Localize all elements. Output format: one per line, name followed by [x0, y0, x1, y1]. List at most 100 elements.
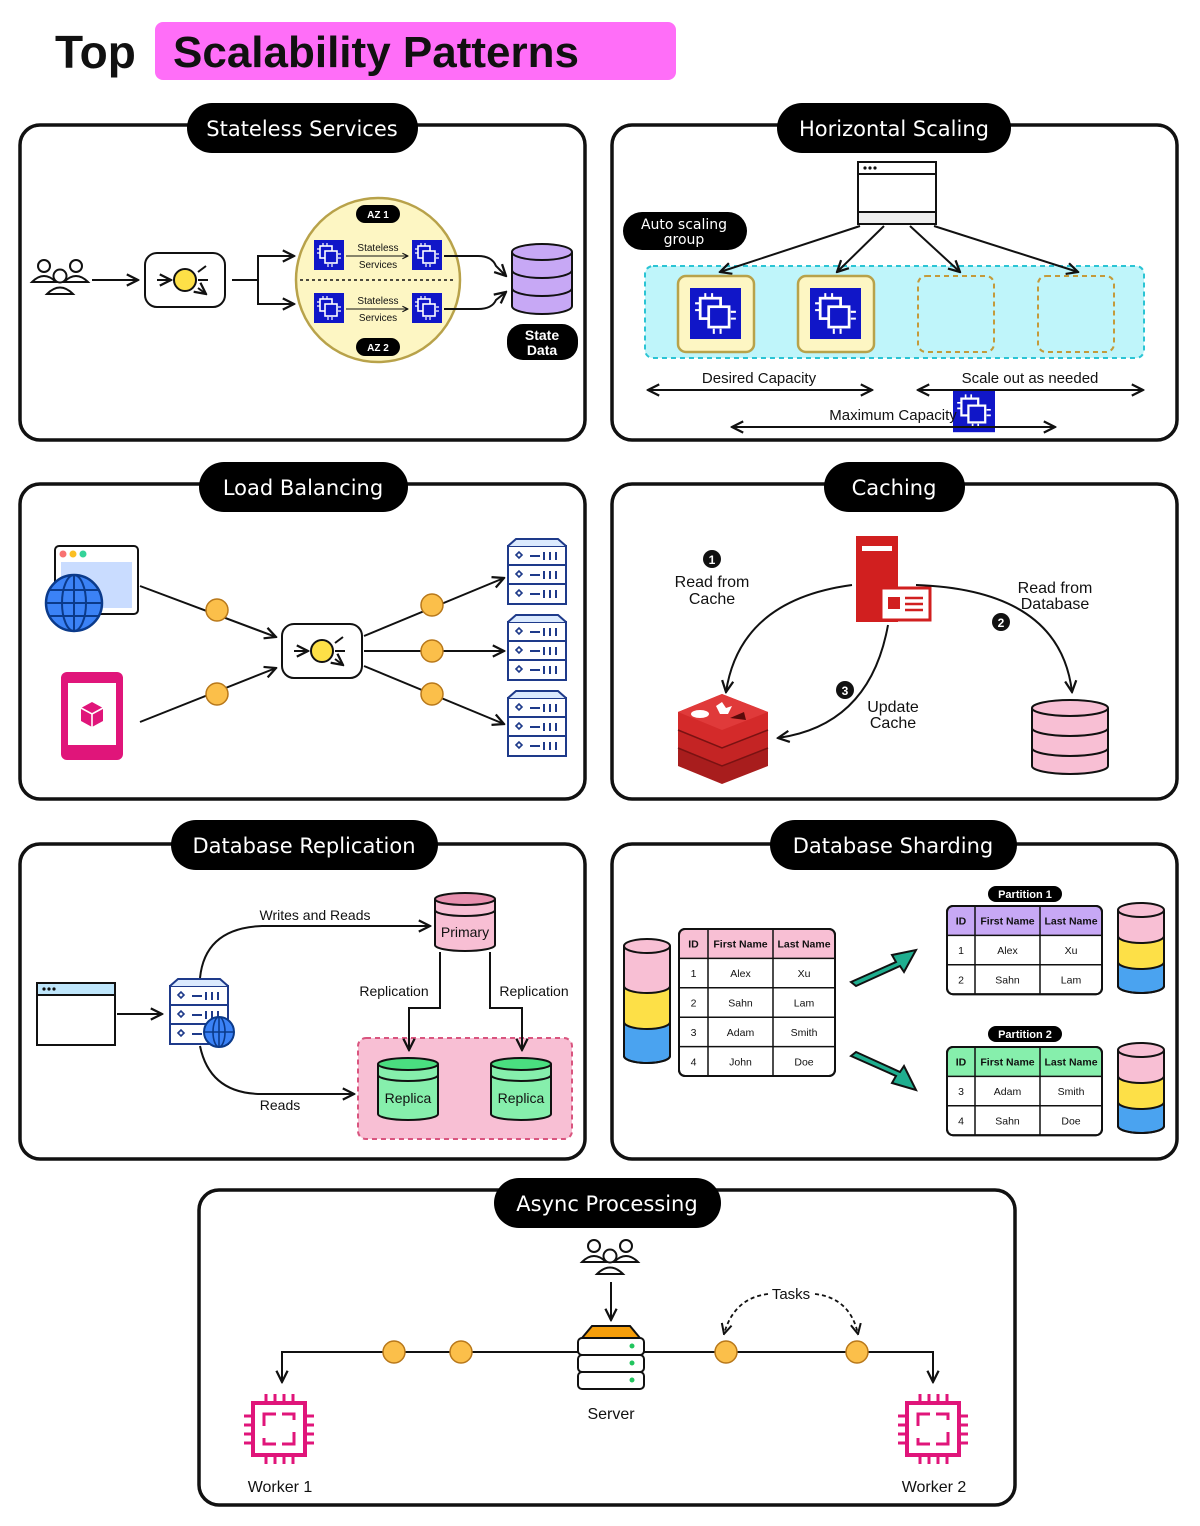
- database-icon: [1031, 699, 1109, 775]
- caching-panel: 1 Read from Cache Read from Database 2 3…: [675, 536, 1109, 784]
- table-cell: Lam: [1061, 975, 1082, 987]
- az1-service-line2: Services: [359, 260, 397, 271]
- table-cell: Lam: [794, 998, 815, 1010]
- table-cell: 3: [691, 1027, 697, 1039]
- table-header-cell: ID: [956, 916, 967, 928]
- table-header-cell: Last Name: [777, 939, 830, 951]
- desired-capacity: Desired Capacity: [702, 370, 817, 387]
- step2-number: 2: [998, 616, 1005, 630]
- caching-label: Caching: [852, 476, 937, 500]
- partition1-label: Partition 1: [998, 889, 1052, 901]
- table-cell: 1: [691, 968, 697, 980]
- instance-chip-icon: [313, 239, 345, 271]
- table-header-cell: Last Name: [1044, 1057, 1097, 1069]
- title-prefix: Top: [55, 26, 136, 78]
- partition2-label: Partition 2: [998, 1029, 1052, 1041]
- worker1-chip-icon: [242, 1392, 316, 1466]
- table-header-cell: ID: [688, 939, 699, 951]
- az1-label: AZ 1: [367, 210, 389, 221]
- table-cell: Alex: [997, 945, 1018, 957]
- table-cell: Sahn: [995, 1116, 1020, 1128]
- az2-label: AZ 2: [367, 343, 389, 354]
- table-header-cell: ID: [956, 1057, 967, 1069]
- sharding-label: Database Sharding: [793, 834, 993, 858]
- instance-chip-icon: [313, 292, 345, 324]
- writes-reads-label: Writes and Reads: [259, 907, 370, 923]
- mobile-app-icon: [61, 672, 123, 760]
- table-header-cell: First Name: [980, 916, 1034, 928]
- table-cell: Sahn: [728, 998, 753, 1010]
- source-database-icon: [623, 938, 671, 1064]
- table-cell: Doe: [794, 1056, 813, 1068]
- primary-db-icon: [434, 892, 496, 952]
- table-cell: Smith: [791, 1027, 818, 1039]
- state-database-icon: [511, 243, 573, 315]
- table-cell: 3: [958, 1086, 964, 1098]
- redis-cache-icon: [677, 694, 769, 784]
- table-cell: Adam: [994, 1086, 1022, 1098]
- stateless-label: Stateless Services: [206, 117, 397, 141]
- read-cache-line2: Cache: [689, 591, 735, 608]
- server-rack-icon: [507, 690, 567, 757]
- empty-instance-slot: [917, 275, 995, 353]
- instance-chip-icon: [411, 239, 443, 271]
- replica-1-label: Replica: [385, 1090, 432, 1106]
- table-header-cell: Last Name: [1044, 916, 1097, 928]
- worker2-chip-icon: [896, 1392, 970, 1466]
- server-label: Server: [587, 1406, 635, 1423]
- app-window-icon: [857, 161, 937, 225]
- table-cell: Smith: [1058, 1086, 1085, 1098]
- title-highlight: Scalability Patterns: [173, 28, 579, 77]
- load-balancer-icon: [282, 624, 362, 678]
- asg-label-line2: group: [664, 232, 705, 248]
- az2-service-line2: Services: [359, 313, 397, 324]
- state-data-line2: Data: [527, 342, 558, 358]
- load-balancing-panel: [44, 538, 567, 760]
- shard-arrow-2: [849, 1050, 918, 1092]
- update-cache-line2: Cache: [870, 715, 916, 732]
- read-db-line2: Database: [1021, 596, 1090, 613]
- step1-badge: [703, 550, 721, 568]
- server-rack-icon: [507, 538, 567, 605]
- table-cell: 4: [691, 1056, 697, 1068]
- instance-chip-icon: [411, 292, 443, 324]
- table-cell: John: [729, 1056, 752, 1068]
- state-data-line1: State: [525, 327, 559, 343]
- shard-database-icon: [1117, 902, 1165, 994]
- instance-chip-icon: [951, 389, 997, 434]
- replication-right-label: Replication: [499, 983, 568, 999]
- horizontal-panel: Auto scaling group Desired Capacity Scal…: [623, 161, 1145, 434]
- instance-chip-icon: [808, 286, 863, 341]
- tasks-label: Tasks: [772, 1286, 810, 1303]
- az2-service-line1: Stateless: [357, 296, 398, 307]
- server-icon: [577, 1325, 645, 1390]
- table-header-cell: First Name: [980, 1057, 1034, 1069]
- load-balancing-label: Load Balancing: [223, 476, 383, 500]
- update-cache-line1: Update: [867, 699, 919, 716]
- table-cell: 1: [958, 945, 964, 957]
- table-cell: 4: [958, 1116, 964, 1128]
- step1-number: 1: [709, 553, 716, 567]
- table-cell: Xu: [798, 968, 811, 980]
- worker1-label: Worker 1: [248, 1479, 313, 1496]
- maximum-capacity: Maximum Capacity: [829, 407, 957, 424]
- stateless-panel: AZ 1 AZ 2 Stateless Services Stateless S…: [31, 196, 578, 364]
- reads-label: Reads: [260, 1097, 300, 1113]
- step3-badge: [836, 681, 854, 699]
- table-cell: Xu: [1065, 945, 1078, 957]
- replication-label: Database Replication: [192, 834, 415, 858]
- replication-left-label: Replication: [359, 983, 428, 999]
- globe-icon: [44, 573, 104, 633]
- table-cell: 2: [958, 975, 964, 987]
- async-label: Async Processing: [516, 1192, 697, 1216]
- step2-badge: [992, 613, 1010, 631]
- table-cell: Alex: [730, 968, 751, 980]
- read-cache-line1: Read from: [675, 574, 750, 591]
- load-balancer-icon: [145, 253, 225, 307]
- step3-number: 3: [842, 684, 849, 698]
